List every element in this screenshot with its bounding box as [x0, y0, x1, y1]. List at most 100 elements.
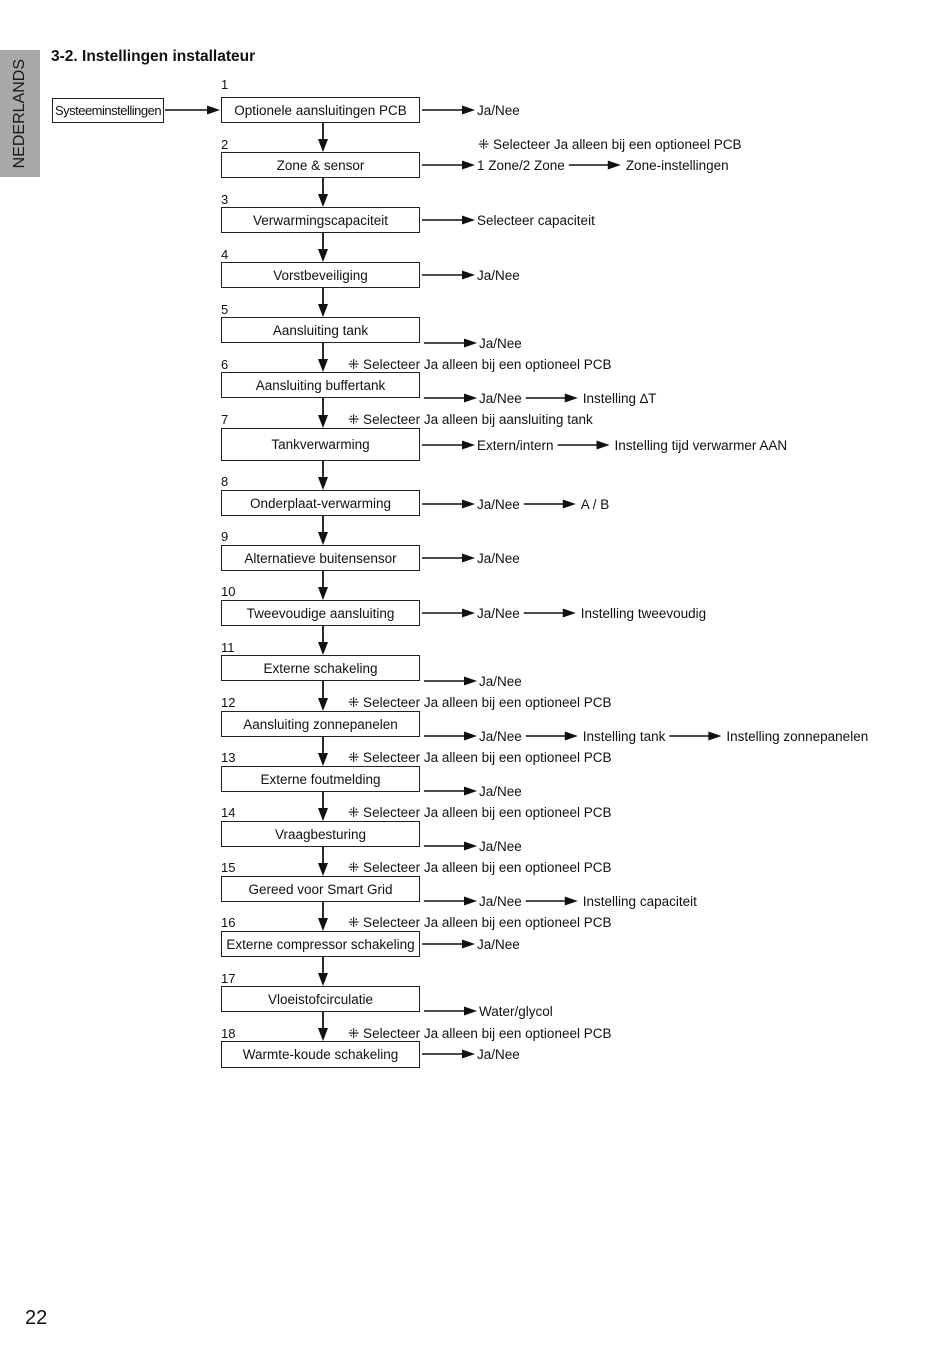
step-number: 10 — [221, 584, 236, 599]
step-label: Zone & sensor — [276, 157, 365, 173]
output-arrow — [422, 608, 475, 618]
step-box: Gereed voor Smart Grid — [221, 876, 420, 902]
step-output: Ja/Nee — [477, 551, 520, 566]
flow-down-arrow — [318, 178, 328, 207]
next-output-arrow — [557, 440, 610, 450]
output-arrow — [424, 1006, 477, 1016]
output-arrow — [422, 105, 475, 115]
step-label: Verwarmingscapaciteit — [252, 212, 389, 228]
step-number: 9 — [221, 529, 229, 544]
step-output: Ja/Nee — [477, 937, 520, 952]
step-note: ⁜ Selecteer Ja alleen bij een optioneel … — [348, 695, 612, 710]
step-note: ⁜ Selecteer Ja alleen bij een optioneel … — [348, 860, 612, 875]
step-output: Ja/Nee — [477, 103, 520, 118]
step-box: Externe schakeling — [221, 655, 420, 681]
step-number: 15 — [221, 860, 236, 875]
next-output-arrow — [523, 499, 576, 509]
output-arrow — [424, 676, 477, 686]
step-note: ⁜ Selecteer Ja alleen bij een optioneel … — [348, 1026, 612, 1041]
step-box: Tweevoudige aansluiting — [221, 600, 420, 626]
step-number: 3 — [221, 192, 229, 207]
output-arrow — [422, 440, 475, 450]
flow-down-arrow — [318, 398, 328, 428]
step-output: Ja/Nee — [479, 674, 522, 689]
step-number: 18 — [221, 1026, 236, 1041]
step-number: 12 — [221, 695, 236, 710]
start-box-label: Systeeminstellingen — [54, 103, 162, 118]
step-label: Warmte-koude schakeling — [242, 1047, 399, 1062]
step-box: Tankverwarming — [221, 428, 420, 461]
next-output-arrow — [669, 731, 722, 741]
step-box: Vraagbesturing — [221, 821, 420, 847]
language-tab[interactable]: NEDERLANDS — [0, 50, 40, 177]
step-box: Optionele aansluitingen PCB — [221, 97, 420, 123]
step-box: Zone & sensor — [221, 152, 420, 178]
step-output: Instelling capaciteit — [582, 894, 697, 909]
output-arrow — [422, 160, 475, 170]
next-output-arrow — [523, 608, 576, 618]
output-arrow — [422, 553, 475, 563]
output-arrow — [424, 338, 477, 348]
step-label: Optionele aansluitingen PCB — [234, 102, 407, 118]
step-number: 17 — [221, 971, 236, 986]
step-number: 14 — [221, 805, 236, 820]
language-tab-label: NEDERLANDS — [11, 58, 28, 169]
flow-down-arrow — [318, 233, 328, 262]
next-output-arrow — [568, 160, 621, 170]
section-title: 3-2. Instellingen installateur — [51, 48, 256, 65]
step-number: 8 — [221, 474, 229, 489]
flow-down-arrow — [318, 626, 328, 655]
step-note: ⁜ Selecteer Ja alleen bij een optioneel … — [348, 357, 612, 372]
next-output-arrow — [525, 393, 578, 403]
step-box: Externe compressor schakeling — [221, 931, 420, 957]
step-output: Ja/Nee — [479, 729, 522, 744]
step-note: ⁜ Selecteer Ja alleen bij een optioneel … — [348, 750, 612, 765]
output-arrow — [424, 393, 477, 403]
flow-down-arrow — [318, 343, 328, 372]
flow-down-arrow — [318, 1012, 328, 1041]
step-box: Verwarmingscapaciteit — [221, 207, 420, 233]
step-label: Externe compressor schakeling — [226, 936, 415, 952]
flow-down-arrow — [318, 957, 328, 986]
step-label: Aansluiting tank — [272, 322, 369, 338]
step-note: ⁜ Selecteer Ja alleen bij een optioneel … — [348, 915, 612, 930]
next-output-arrow — [525, 896, 578, 906]
step-number: 4 — [221, 247, 229, 262]
output-arrow — [422, 1049, 475, 1059]
step-number: 6 — [221, 357, 229, 372]
step-output: Instelling tweevoudig — [580, 606, 707, 621]
flow-down-arrow — [318, 792, 328, 821]
step-output: Ja/Nee — [477, 268, 520, 283]
step-number: 16 — [221, 915, 236, 930]
step-box: Warmte-koude schakeling — [221, 1041, 420, 1068]
flow-down-arrow — [318, 902, 328, 931]
flow-down-arrow — [318, 681, 328, 711]
step-label: Aansluiting zonnepanelen — [243, 716, 398, 732]
step-output: Ja/Nee — [479, 336, 522, 351]
step-label: Tweevoudige aansluiting — [246, 605, 395, 621]
step-note: ⁜ Selecteer Ja alleen bij een optioneel … — [478, 137, 742, 152]
step-label: Vraagbesturing — [274, 826, 367, 842]
step-output: Zone-instellingen — [625, 158, 729, 173]
step-note: ⁜ Selecteer Ja alleen bij aansluiting ta… — [348, 412, 593, 427]
step-box: Externe foutmelding — [221, 766, 420, 792]
step-output: Selecteer capaciteit — [477, 213, 595, 228]
step-output: Ja/Nee — [477, 497, 520, 512]
step-output: Ja/Nee — [477, 1047, 520, 1062]
output-arrow — [424, 731, 477, 741]
output-arrow — [424, 896, 477, 906]
step-output: Instelling tank — [582, 729, 666, 744]
step-box: Vorstbeveiliging — [221, 262, 420, 288]
step-output: 1 Zone/2 Zone — [477, 158, 565, 173]
step-output: Ja/Nee — [479, 391, 522, 406]
start-box: Systeeminstellingen — [52, 98, 164, 123]
step-box: Alternatieve buitensensor — [221, 545, 420, 571]
step-number: 7 — [221, 412, 229, 427]
step-output: A / B — [580, 497, 610, 512]
step-output: Ja/Nee — [477, 606, 520, 621]
step-label: Externe schakeling — [263, 660, 378, 676]
step-box: Aansluiting zonnepanelen — [221, 711, 420, 737]
flow-down-arrow — [318, 737, 328, 766]
step-output: Instelling ∆T — [582, 391, 657, 406]
